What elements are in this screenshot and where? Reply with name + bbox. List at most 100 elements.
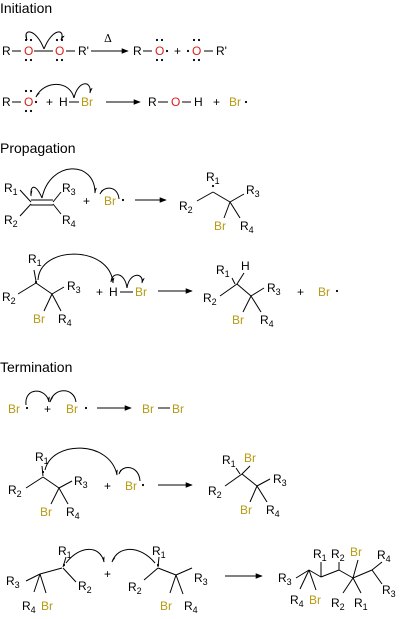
substituent-r4: R4 [260,313,274,329]
substituent-r2: R2 [4,213,18,229]
substituent-r4: R4 [290,593,304,609]
propagation-step-1: R1 R2 R3 R4 + Br R1 R2 R3 Br R4 [4,168,260,235]
fishhook-arrow [126,274,145,289]
section-title-termination: Termination [0,359,72,375]
fishhook-arrow [65,548,105,564]
atom-bromine: Br [318,285,330,299]
fishhook-arrow [43,31,65,50]
plus-sign: + [83,194,90,208]
substituent-r2: R2 [208,484,222,500]
substituent-r2: R2 [203,291,217,307]
substituent-r3: R3 [67,279,81,295]
plus-sign: + [96,285,103,299]
substituent-r4: R4 [184,599,198,615]
atom-hydrogen: H [241,259,250,273]
substituent-r1: R1 [58,544,72,560]
fishhook-arrow [73,83,93,99]
atom-bromine: Br [104,194,116,208]
substituent-r4: R4 [22,599,36,615]
atom-bromine: Br [8,402,20,416]
substituent-r1: R1 [313,547,327,563]
termination-step-1: Br + Br Br Br [8,390,184,416]
atom-bromine: Br [229,95,241,109]
substituent-r1: R1 [28,252,42,268]
atom-bromine: Br [172,402,184,416]
substituent-r2: R2 [78,579,92,595]
atom-bromine: Br [66,402,78,416]
atom-r: R [148,95,157,109]
initiation-step-2: R O + H Br R O H + Br [2,83,248,113]
fishhook-arrow [44,447,118,476]
substituent-r1: R1 [354,596,368,612]
atom-bromine: Br [41,599,53,613]
atom-oxygen: O [55,44,64,58]
atom-bromine: Br [240,503,252,517]
fishhook-arrow [110,274,128,289]
atom-oxygen: O [24,44,33,58]
substituent-r4: R4 [266,503,280,519]
substituent-r2: R2 [331,547,345,563]
initiation-step-1: R O O R' Δ R O + O R' [2,31,227,62]
atom-r-prime: R' [78,44,89,58]
atom-bromine: Br [125,479,137,493]
atom-oxygen: O [171,95,180,109]
substituent-r3: R3 [6,574,20,590]
termination-step-3: R3 R4 Br R1 R2 + R1 R2 R3 Br R4 R1 R2 Br… [6,544,396,615]
atom-bromine: Br [214,219,226,233]
atom-bromine: Br [232,313,244,327]
substituent-r3: R3 [267,281,281,297]
atom-bromine: Br [160,599,172,613]
atom-r: R [133,44,142,58]
fishhook-arrow [41,168,97,199]
substituent-r4: R4 [240,219,254,235]
fishhook-arrow [25,390,50,406]
substituent-r4: R4 [66,505,80,521]
section-title-initiation: Initiation [0,0,52,16]
atom-oxygen: O [155,44,164,58]
substituent-r3: R3 [246,183,260,199]
section-title-propagation: Propagation [0,140,76,156]
substituent-r4: R4 [58,312,72,328]
atom-hydrogen: H [109,285,118,299]
atom-bromine: Br [142,402,154,416]
substituent-r1: R1 [206,170,220,186]
termination-step-2: R1 R2 R3 Br R4 + Br R1 Br R2 R3 Br R4 [8,447,287,521]
plus-sign: + [104,567,111,581]
plus-sign: + [213,95,220,109]
atom-bromine: Br [350,545,362,559]
substituent-r3: R3 [382,583,396,599]
atom-bromine: Br [244,451,256,465]
atom-bromine: Br [81,95,93,109]
substituent-r3: R3 [273,472,287,488]
atom-r-prime: R' [216,44,227,58]
substituent-r2: R2 [128,580,142,596]
substituent-r2: R2 [2,290,16,306]
substituent-r4: R4 [62,213,76,229]
atom-bromine: Br [309,593,321,607]
substituent-r1: R1 [4,181,18,197]
substituent-r1: R1 [216,263,230,279]
substituent-r3: R3 [194,571,208,587]
fishhook-arrow [30,186,43,199]
substituent-r3: R3 [278,571,292,587]
substituent-r3: R3 [74,474,88,490]
atom-bromine: Br [40,505,52,519]
atom-hydrogen: H [194,95,203,109]
fishhook-arrow [118,467,141,482]
substituent-r2: R2 [179,199,193,215]
atom-r: R [2,95,11,109]
fishhook-arrow [99,187,120,200]
propagation-step-2: R1 R2 R3 Br R4 + H Br R1 H R2 R3 Br R4 + [2,252,339,329]
fishhook-arrow [25,31,45,50]
fishhook-arrow [111,548,156,564]
plus-sign: + [297,285,304,299]
atom-bromine: Br [135,285,147,299]
plus-sign: + [46,95,53,109]
plus-sign: + [174,44,181,58]
substituent-r2: R2 [331,596,345,612]
substituent-r2: R2 [8,483,22,499]
substituent-r1: R1 [35,450,49,466]
substituent-r1: R1 [152,544,166,560]
atom-r: R [2,44,11,58]
